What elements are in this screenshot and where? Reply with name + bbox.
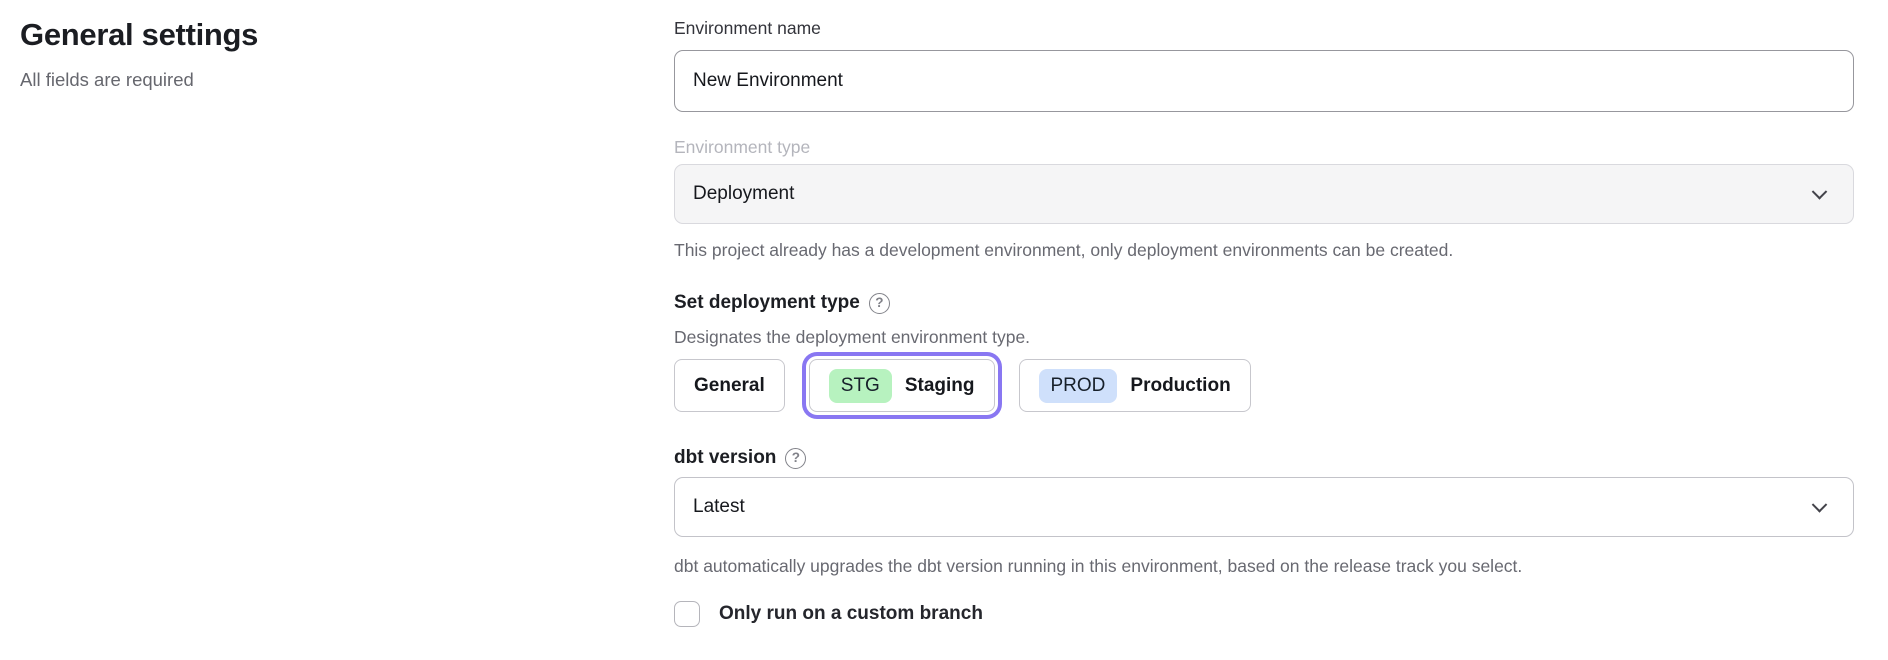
page-title: General settings: [20, 17, 259, 52]
button-label: General: [694, 374, 765, 396]
deployment-type-options: General STG Staging PROD Production: [674, 359, 1854, 412]
environment-form: Environment name Environment type Deploy…: [674, 14, 1854, 627]
deployment-type-helper: Designates the deployment environment ty…: [674, 327, 1031, 347]
dbt-version-label: dbt version: [674, 447, 777, 468]
environment-type-select[interactable]: Deployment: [674, 164, 1854, 224]
deployment-type-production-button[interactable]: PROD Production: [1018, 359, 1251, 412]
dbt-version-helper: dbt automatically upgrades the dbt versi…: [674, 556, 1523, 576]
environment-name-label: Environment name: [674, 18, 821, 38]
environment-type-helper: This project already has a development e…: [674, 240, 1454, 260]
production-badge: PROD: [1038, 368, 1118, 403]
deployment-type-general-button[interactable]: General: [674, 359, 785, 412]
staging-badge: STG: [828, 368, 892, 403]
help-icon[interactable]: ?: [868, 292, 890, 314]
deployment-type-staging-button[interactable]: STG Staging: [808, 359, 995, 412]
dbt-version-select[interactable]: Latest: [674, 477, 1854, 537]
deployment-type-heading: Set deployment type ?: [674, 288, 1854, 318]
page-subtitle: All fields are required: [20, 69, 194, 90]
section-intro: General settings All fields are required: [20, 16, 580, 92]
dbt-version-value: Latest: [693, 496, 745, 517]
chevron-down-icon: [1811, 497, 1828, 513]
custom-branch-label: Only run on a custom branch: [719, 603, 983, 624]
custom-branch-row: Only run on a custom branch: [674, 601, 1854, 627]
dbt-version-heading: dbt version ?: [674, 443, 1854, 473]
environment-type-value: Deployment: [693, 183, 795, 204]
help-icon[interactable]: ?: [785, 447, 807, 469]
custom-branch-checkbox[interactable]: [674, 601, 700, 627]
environment-name-input[interactable]: [674, 50, 1854, 112]
environment-type-label: Environment type: [674, 137, 811, 157]
button-label: Production: [1130, 374, 1231, 396]
chevron-down-icon: [1811, 184, 1828, 200]
deployment-type-label: Set deployment type: [674, 292, 860, 313]
button-label: Staging: [904, 374, 975, 396]
